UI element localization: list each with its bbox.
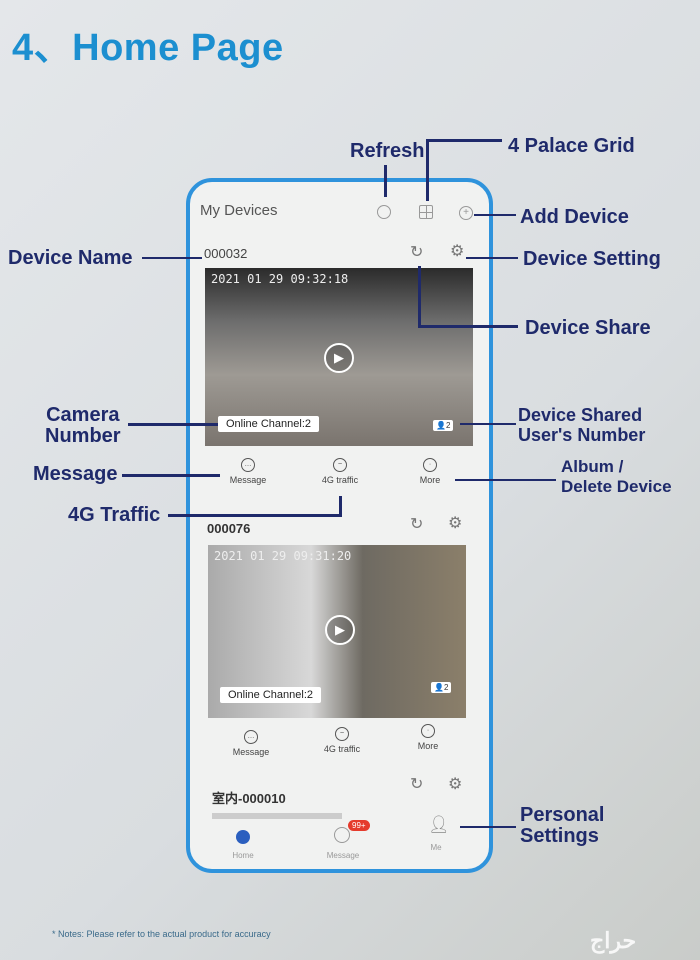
label-line: Camera — [46, 404, 120, 426]
camera-number: Online Channel:2 — [218, 416, 320, 432]
message-button[interactable]: … Message — [221, 730, 281, 757]
device-name: 000076 — [207, 521, 251, 536]
shared-count: 2 — [443, 683, 449, 692]
more-label: More — [417, 741, 439, 751]
leader-line — [426, 139, 502, 142]
annotation-4g-traffic: 4G Traffic — [68, 504, 161, 526]
label-line: Album / — [561, 457, 624, 476]
leader-line — [455, 479, 556, 481]
share-icon[interactable]: ↻ — [410, 244, 424, 261]
label-line: Personal — [520, 804, 605, 826]
person-icon[interactable]: 👤︎ — [428, 815, 450, 834]
traffic-icon: ~ — [333, 458, 347, 472]
leader-line — [168, 514, 342, 517]
grid-icon[interactable] — [419, 205, 433, 219]
4g-traffic-button[interactable]: ~4G traffic — [312, 727, 372, 754]
header-title: My Devices — [200, 202, 278, 219]
label-line: Number — [45, 425, 121, 447]
message-icon: … — [244, 730, 258, 744]
label-line: Device Shared — [518, 405, 643, 425]
annotation-album-delete: Album /Delete Device — [561, 457, 672, 497]
leader-line — [418, 325, 518, 328]
watermark: حراج — [590, 928, 637, 953]
label-line: User's Number — [518, 425, 646, 445]
timestamp: 2021 01 29 09:32:18 — [211, 272, 349, 286]
more-button[interactable]: · More — [400, 458, 460, 485]
nav-home-label[interactable]: Home — [232, 851, 254, 860]
more-icon: · — [421, 724, 435, 738]
message-label: Message — [229, 475, 267, 485]
message-label: Message — [232, 747, 270, 757]
message-icon: … — [241, 458, 255, 472]
annotation-add-device: Add Device — [520, 206, 629, 228]
refresh-icon[interactable] — [377, 205, 391, 219]
leader-line — [460, 423, 516, 425]
video-preview-partial — [212, 813, 342, 819]
leader-line — [460, 826, 516, 828]
leader-line — [384, 165, 387, 197]
leader-line — [339, 496, 342, 516]
annotation-message: Message — [33, 463, 118, 485]
video-preview[interactable]: 2021 01 29 09:32:18 ▶ Online Channel:2 👤… — [205, 268, 473, 446]
footnote: * Notes: Please refer to the actual prod… — [52, 929, 271, 939]
settings-icon[interactable]: ⚙ — [448, 776, 463, 793]
play-icon[interactable]: ▶ — [325, 615, 355, 645]
play-icon[interactable]: ▶ — [324, 343, 354, 373]
shared-count: 2 — [445, 421, 451, 430]
traffic-icon: ~ — [335, 727, 349, 741]
camera-number: Online Channel:2 — [220, 687, 322, 703]
leader-line — [474, 214, 516, 216]
message-button[interactable]: … Message — [218, 458, 278, 485]
leader-line — [418, 266, 421, 326]
message-badge: 99+ — [348, 820, 370, 831]
timestamp: 2021 01 29 09:31:20 — [214, 549, 352, 563]
shared-users-badge: 👤2 — [433, 420, 454, 431]
nav-me-label[interactable]: Me — [430, 843, 442, 852]
shared-users-badge: 👤2 — [431, 682, 452, 693]
annotation-refresh: Refresh — [350, 140, 425, 162]
annotation-device-setting: Device Setting — [523, 248, 661, 270]
device-name: 000032 — [204, 246, 248, 261]
video-preview[interactable]: 2021 01 29 09:31:20 ▶ Online Channel:2 👤… — [208, 545, 466, 718]
leader-line — [128, 423, 218, 426]
traffic-label: 4G traffic — [323, 744, 361, 754]
message-nav-icon[interactable] — [334, 827, 350, 843]
add-device-icon[interactable]: + — [459, 206, 473, 220]
settings-icon[interactable]: ⚙ — [448, 515, 463, 532]
device-name: 室内-000010 — [212, 791, 286, 806]
leader-line — [122, 474, 220, 477]
traffic-label: 4G traffic — [321, 475, 359, 485]
label-line: Delete Device — [561, 477, 672, 496]
nav-message-label[interactable]: Message — [326, 851, 360, 860]
page-title: 4、Home Page — [12, 27, 284, 69]
annotation-device-share: Device Share — [525, 317, 651, 339]
annotation-device-name: Device Name — [8, 247, 133, 269]
share-icon[interactable]: ↻ — [410, 776, 424, 793]
settings-icon[interactable]: ⚙ — [450, 243, 465, 260]
share-icon[interactable]: ↻ — [410, 516, 424, 533]
label-line: Settings — [520, 825, 599, 847]
leader-line — [466, 257, 518, 259]
annotation-grid: 4 Palace Grid — [508, 135, 635, 157]
4g-traffic-button[interactable]: ~4G traffic — [310, 458, 370, 485]
more-label: More — [419, 475, 441, 485]
leader-line — [426, 139, 429, 201]
leader-line — [142, 257, 202, 259]
home-icon[interactable] — [236, 830, 250, 844]
more-icon: · — [423, 458, 437, 472]
more-button[interactable]: · More — [398, 724, 458, 751]
